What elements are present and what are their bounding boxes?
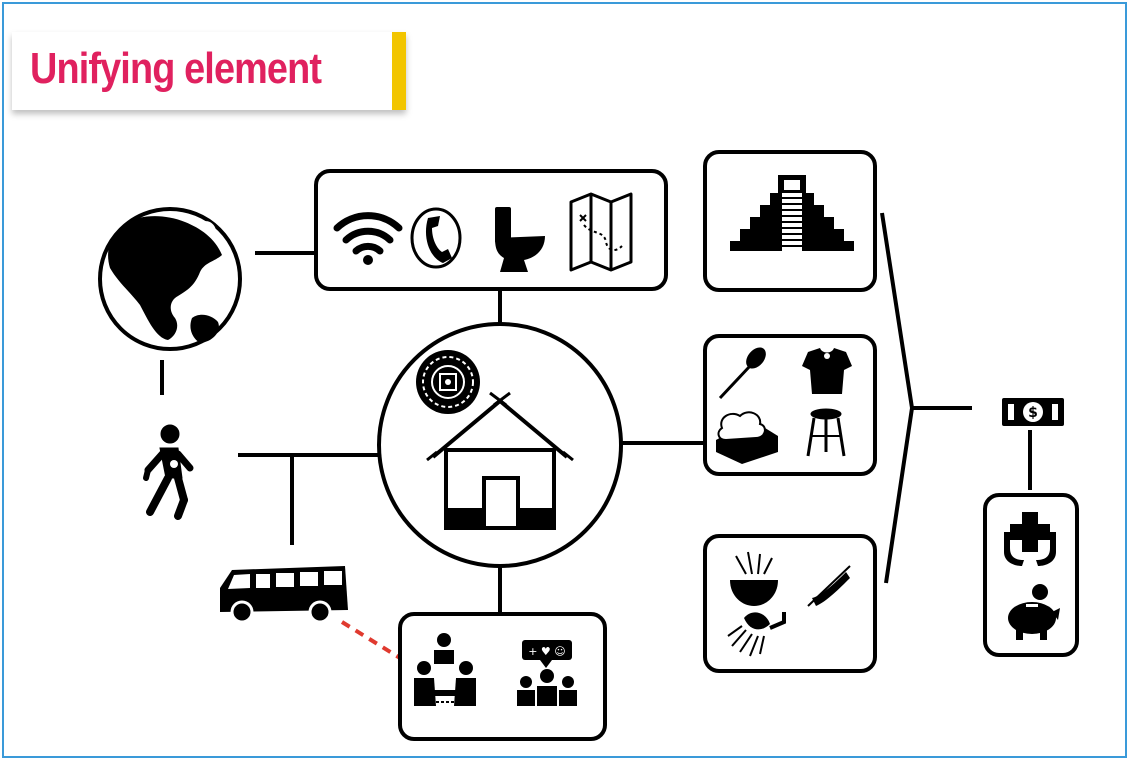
map-icon [569, 192, 633, 272]
shower-icon [727, 612, 786, 657]
house-icon [426, 391, 574, 530]
van-icon [220, 566, 348, 624]
money-icon: $ [1002, 398, 1064, 426]
walking-person-icon [143, 424, 194, 520]
amenities-box [703, 534, 877, 673]
van-to-community-dashed-link [340, 620, 402, 660]
bowl-icon [730, 551, 778, 606]
phone-icon [410, 207, 462, 269]
maya-calendar-icon [416, 350, 480, 414]
community-box [398, 612, 607, 741]
pyramid-icon [730, 175, 854, 251]
connectors [160, 212, 1032, 614]
title-banner: Unifying element [12, 32, 406, 110]
hammock-icon [807, 565, 851, 607]
wifi-icon [333, 212, 403, 265]
spoon-icon [718, 347, 766, 400]
audience-icon: + ♥ ☺ [517, 640, 577, 706]
tshirt-icon [802, 348, 852, 394]
meeting-icon [414, 633, 476, 706]
diagram-title: Unifying element [30, 44, 322, 93]
svg-text:+ ♥ ☺: + ♥ ☺ [528, 645, 566, 658]
globe-icon [98, 207, 242, 351]
health-care-icon [1004, 512, 1056, 566]
stool-icon [806, 408, 846, 457]
right-bracket-line [880, 212, 915, 584]
toilet-icon [495, 207, 545, 272]
piggy-bank-icon [1008, 584, 1060, 640]
title-accent-bar [392, 32, 406, 110]
svg-text:$: $ [1028, 405, 1038, 421]
soap-icon [716, 411, 778, 464]
